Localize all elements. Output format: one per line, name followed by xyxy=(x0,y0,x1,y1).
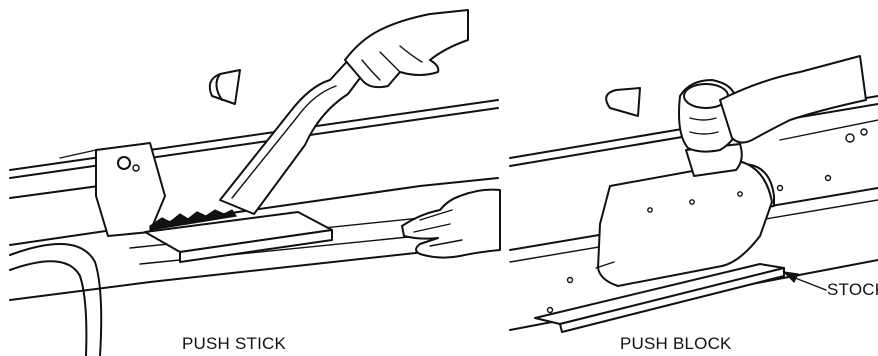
push-stick-drawing xyxy=(10,10,500,356)
stock-board-left xyxy=(145,210,332,262)
hand-on-push-stick xyxy=(345,10,468,87)
push-block-caption: PUSH BLOCK xyxy=(620,334,732,354)
push-block-drawing xyxy=(510,56,878,332)
stock-label: STOCK xyxy=(827,280,878,300)
hand-on-push-block xyxy=(679,56,866,176)
push-stick-caption: PUSH STICK xyxy=(182,334,286,354)
open-hand-left xyxy=(402,190,500,258)
push-stick xyxy=(220,56,372,214)
